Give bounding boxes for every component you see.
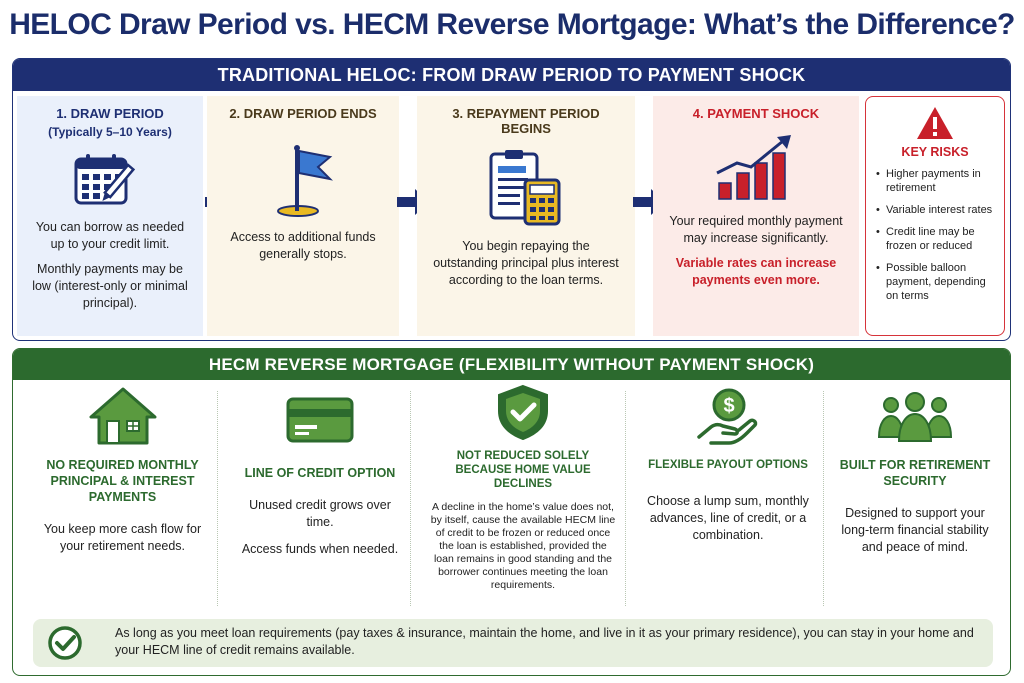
calendar-pencil-icon <box>74 154 136 205</box>
step-draw-period: 1. DRAW PERIOD (Typically 5–10 Years) Yo… <box>17 96 203 336</box>
feature-description: Designed to support your long-term finan… <box>841 506 989 554</box>
key-risks-title: KEY RISKS <box>901 145 969 159</box>
feature-flexible-payout: $ FLEXIBLE PAYOUT OPTIONS Choose a lump … <box>633 383 823 613</box>
divider <box>625 391 626 606</box>
feature-description-2: Access funds when needed. <box>241 542 399 556</box>
warning-icon <box>917 107 953 139</box>
clipboard-calculator-icon <box>489 150 561 226</box>
page-title: HELOC Draw Period vs. HECM Reverse Mortg… <box>9 8 1015 41</box>
feature-title: LINE OF CREDIT OPTION <box>244 466 396 480</box>
heloc-section: TRADITIONAL HELOC: FROM DRAW PERIOD TO P… <box>12 58 1011 341</box>
shield-check-icon <box>498 384 548 441</box>
hecm-section: HECM REVERSE MORTGAGE (FLEXIBILITY WITHO… <box>12 348 1011 676</box>
step-payment-shock: 4. PAYMENT SHOCK Your required monthly p… <box>653 96 859 336</box>
step-description: Your required monthly payment may increa… <box>669 214 843 245</box>
feature-no-monthly-payments: NO REQUIRED MONTHLY PRINCIPAL & INTEREST… <box>25 383 220 613</box>
feature-title: NOT REDUCED SOLELY BECAUSE HOME VALUE DE… <box>455 450 591 490</box>
feature-retirement-security: BUILT FOR RETIREMENT SECURITY Designed t… <box>825 383 1005 613</box>
step-title: 4. PAYMENT SHOCK <box>692 106 820 121</box>
step-repayment-period: 3. REPAYMENT PERIOD BEGINS You begin rep… <box>417 96 635 336</box>
feature-not-reduced: NOT REDUCED SOLELY BECAUSE HOME VALUE DE… <box>418 383 628 613</box>
key-risks-list: Higher payments in retirement Variable i… <box>876 167 994 303</box>
feature-description: A decline in the home’s value does not, … <box>430 501 616 591</box>
feature-description: Unused credit grows over time. <box>249 498 391 529</box>
list-item: Variable interest rates <box>876 203 994 217</box>
feature-title: NO REQUIRED MONTHLY PRINCIPAL & INTEREST… <box>46 458 199 504</box>
feature-title: FLEXIBLE PAYOUT OPTIONS <box>648 459 808 471</box>
feature-description: Choose a lump sum, monthly advances, lin… <box>647 494 809 542</box>
svg-text:$: $ <box>723 395 734 417</box>
step-draw-period-ends: 2. DRAW PERIOD ENDS Access to additional… <box>207 96 399 336</box>
divider <box>217 391 218 606</box>
list-item: Possible balloon payment, depending on t… <box>876 261 994 303</box>
heloc-header: TRADITIONAL HELOC: FROM DRAW PERIOD TO P… <box>13 59 1010 91</box>
flag-icon <box>277 145 334 217</box>
list-item: Credit line may be frozen or reduced <box>876 225 994 253</box>
divider <box>410 391 411 606</box>
step-title: 2. DRAW PERIOD ENDS <box>229 106 377 121</box>
note-text: As long as you meet loan requirements (p… <box>115 626 974 657</box>
step-title: 3. REPAYMENT PERIOD BEGINS <box>452 106 600 136</box>
step-description-2: Monthly payments may be low (interest-on… <box>32 262 188 310</box>
rising-bar-chart-icon <box>716 135 791 200</box>
step-description: Access to additional funds generally sto… <box>230 230 376 261</box>
feature-title: BUILT FOR RETIREMENT SECURITY <box>839 458 991 488</box>
step-title: 1. DRAW PERIOD <box>56 106 164 121</box>
step-warning-text: Variable rates can increase payments eve… <box>675 256 837 287</box>
hand-coin-icon: $ <box>697 388 758 445</box>
divider <box>823 391 824 606</box>
step-description: You can borrow as needed up to your cred… <box>35 220 185 251</box>
hecm-header: HECM REVERSE MORTGAGE (FLEXIBILITY WITHO… <box>13 349 1010 380</box>
check-circle-icon <box>48 626 82 660</box>
list-item: Higher payments in retirement <box>876 167 994 195</box>
feature-line-of-credit: LINE OF CREDIT OPTION Unused credit grow… <box>225 383 415 613</box>
step-subtitle: (Typically 5–10 Years) <box>48 125 172 139</box>
stay-in-home-note: As long as you meet loan requirements (p… <box>33 619 993 667</box>
key-risks-box: KEY RISKS Higher payments in retirement … <box>865 96 1005 336</box>
house-icon <box>89 387 156 445</box>
feature-description: You keep more cash flow for your retirem… <box>43 522 202 553</box>
credit-card-icon <box>286 397 354 443</box>
people-group-icon <box>877 392 953 442</box>
step-description: You begin repaying the outstanding princ… <box>433 239 619 287</box>
